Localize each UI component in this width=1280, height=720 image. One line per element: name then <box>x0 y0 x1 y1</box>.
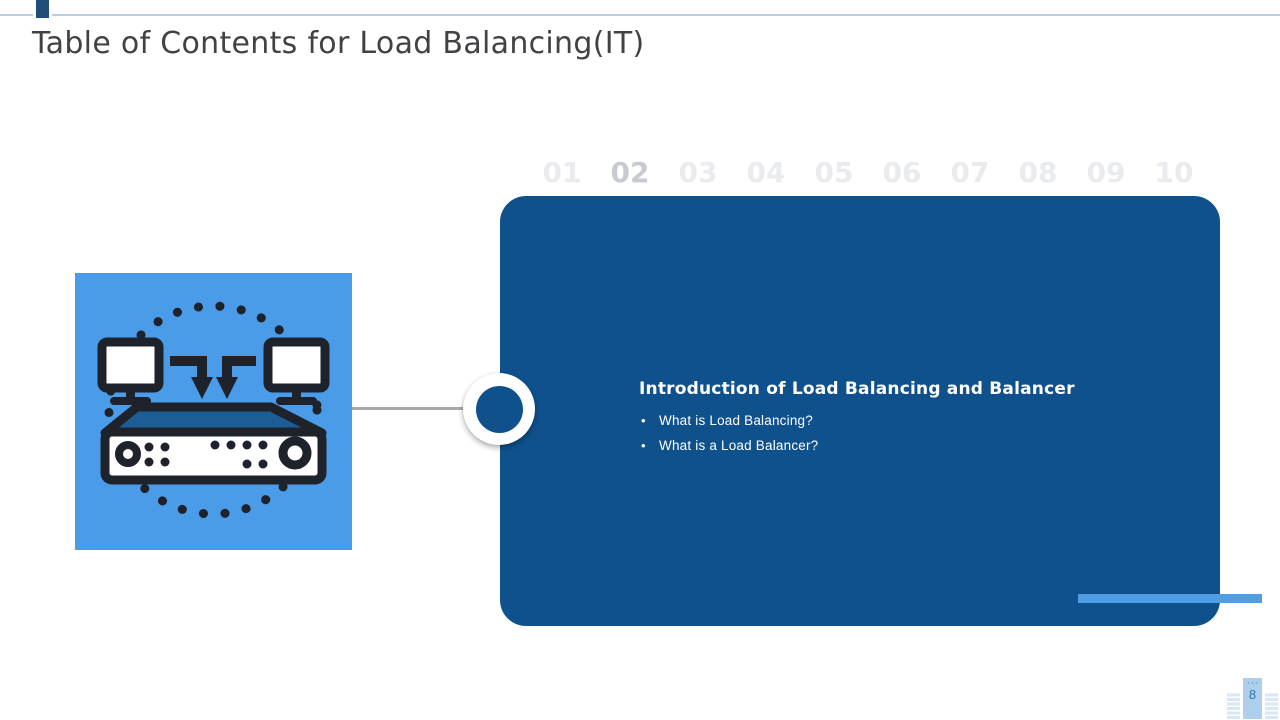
bullet-item: What is Load Balancing? <box>639 408 1199 433</box>
load-balancer-icon <box>97 301 330 519</box>
panel-text-block: Introduction of Load Balancing and Balan… <box>639 379 1199 458</box>
toc-number: 03 <box>678 156 718 189</box>
connector-node-circle <box>463 373 535 445</box>
toc-number: 08 <box>1018 156 1058 189</box>
toc-number: 05 <box>814 156 854 189</box>
connector-node-inner-dot <box>475 385 523 433</box>
toc-number-row: 01 02 03 04 05 06 07 08 09 10 <box>540 156 1196 189</box>
bullet-item: What is a Load Balancer? <box>639 433 1199 458</box>
toc-number: 02 <box>610 156 650 189</box>
page-widget-right-decoration <box>1265 692 1278 719</box>
header-accent-square <box>33 0 52 18</box>
section-heading: Introduction of Load Balancing and Balan… <box>639 379 1075 399</box>
page-number-badge: 8 <box>1243 678 1262 719</box>
toc-number: 10 <box>1154 156 1194 189</box>
toc-number: 09 <box>1086 156 1126 189</box>
toc-number: 01 <box>542 156 582 189</box>
page-widget-left-decoration <box>1227 692 1240 719</box>
toc-number: 04 <box>746 156 786 189</box>
page-badge-dots-decoration <box>1247 682 1258 684</box>
page-title: Table of Contents for Load Balancing(IT) <box>32 26 645 61</box>
header-divider-line <box>0 14 1280 16</box>
page-number-widget: 8 <box>1227 678 1278 719</box>
toc-number: 06 <box>882 156 922 189</box>
toc-number: 07 <box>950 156 990 189</box>
panel-accent-bar <box>1078 594 1262 603</box>
page-number: 8 <box>1248 687 1257 702</box>
connector-line <box>352 407 466 410</box>
content-panel: Introduction of Load Balancing and Balan… <box>500 196 1220 626</box>
section-bullet-list: What is Load Balancing?What is a Load Ba… <box>639 408 1199 458</box>
icon-tile <box>75 273 352 550</box>
